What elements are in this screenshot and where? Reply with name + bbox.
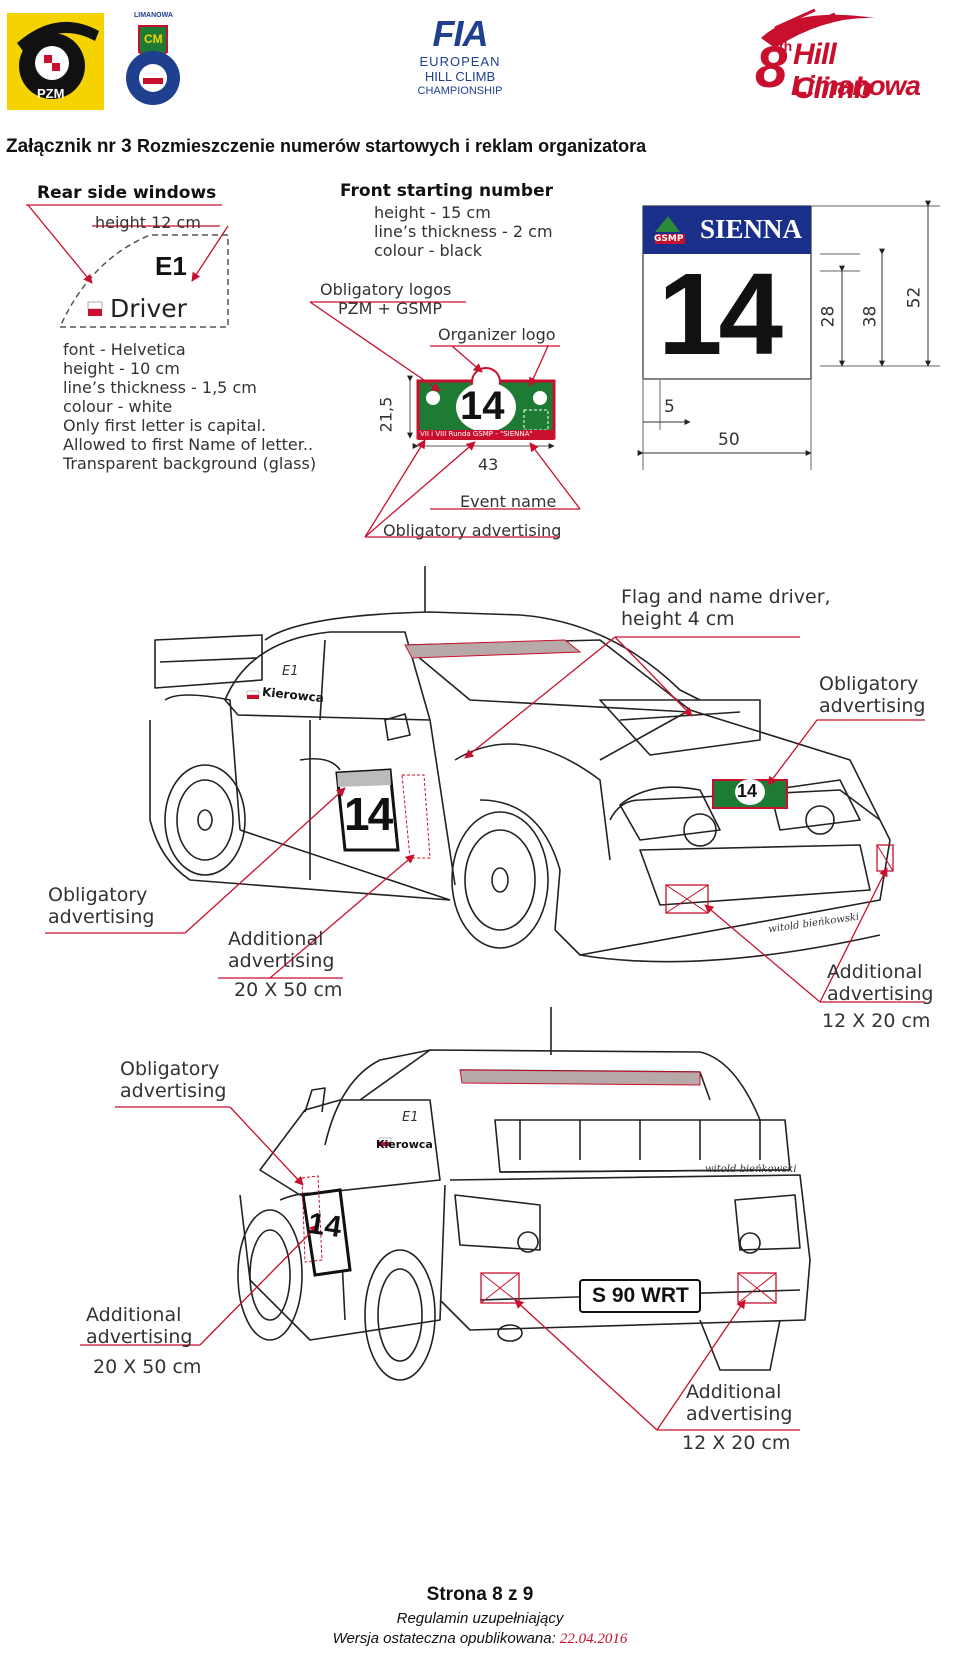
rear-right-add-size: 12 X 20 cm (682, 1432, 791, 1454)
spec-line: colour - white (63, 397, 173, 416)
side-panel-sponsor: SIENNA (700, 214, 803, 244)
plate-dim-height: 21,5 (376, 396, 396, 433)
side-panel-dim-52: 52 (904, 286, 925, 309)
fia-line2: HILL CLIMB (424, 69, 496, 84)
front-add-label-1: Additional (827, 961, 923, 983)
front-plate-number: 14 (460, 384, 505, 428)
side-add-size: 20 X 50 cm (234, 979, 343, 1001)
fia-mark: FIA (432, 13, 489, 54)
fia-logo: FIA EUROPEAN HILL CLIMB CHAMPIONSHIP (410, 14, 510, 110)
rear-windows-specs: font - Helvetica height - 10 cm line’s t… (63, 340, 316, 473)
side-panel-dim-width: 50 (718, 430, 740, 450)
front-plate-event: VII i VIII Runda GSMP - "SIENNA" (420, 430, 533, 438)
event-name-label: Event name (460, 492, 557, 511)
side-panel-graphic (642, 205, 812, 380)
side-panel-sponsor-small: GSMP (654, 234, 684, 244)
pzm-logo-text: PZM (37, 86, 65, 101)
event-logo-line2: Limanowa (791, 70, 921, 101)
rear-add-label-2: advertising (86, 1326, 193, 1348)
polish-flag-icon (87, 301, 103, 310)
rear-license-plate: S 90 WRT (592, 1284, 689, 1307)
front-car-drawing (149, 566, 891, 963)
spec-line: height - 15 cm (374, 203, 491, 222)
side-add-label-1: Additional (228, 928, 324, 950)
rear-add-size: 20 X 50 cm (93, 1356, 202, 1378)
rear-car-window-number: E1 (402, 1110, 419, 1125)
rear-window-sample (58, 234, 229, 328)
spec-line: Allowed to first Name of letter.. (63, 435, 314, 454)
spec-line: Only first letter is capital. (63, 416, 267, 435)
page-title: Załącznik nr 3 Rozmieszczenie numerów st… (6, 136, 646, 158)
fia-line1: EUROPEAN (419, 54, 501, 69)
footer-version: Wersja ostateczna opublikowana: 22.04.20… (0, 1630, 960, 1648)
rear-oblig-label-1: Obligatory (120, 1058, 220, 1080)
front-number-specs: height - 15 cm line’s thickness - 2 cm c… (374, 203, 553, 260)
front-add-size: 12 X 20 cm (822, 1010, 931, 1032)
side-add-label-2: advertising (228, 950, 335, 972)
auto-club-badge: LIMANOWA CM (120, 12, 186, 108)
fia-line3: CHAMPIONSHIP (417, 85, 503, 97)
spec-line: font - Helvetica (63, 340, 186, 359)
footer-page: Strona 8 z 9 (426, 1584, 534, 1605)
rear-car-artist: witold bieńkowski (705, 1164, 797, 1175)
rear-windows-height: height 12 cm (95, 213, 201, 232)
rear-right-add-label-1: Additional (686, 1381, 782, 1403)
badge-top-text: LIMANOWA (134, 12, 173, 19)
front-car-door-number: 14 (344, 788, 393, 840)
side-panel-dim-38: 38 (860, 305, 881, 328)
spec-line: Transparent background (glass) (63, 454, 317, 473)
left-oblig-label-1: Obligatory (48, 884, 148, 906)
front-oblig-label-1: Obligatory (819, 673, 919, 695)
title-text: Rozmieszczenie numerów startowych i rekl… (136, 136, 647, 156)
plate-dim-width: 43 (478, 455, 499, 474)
side-panel-dim-28: 28 (818, 305, 839, 328)
side-panel-number: 14 (658, 249, 783, 379)
footer-version-label: Wersja ostateczna opublikowana: (332, 1630, 560, 1647)
badge-initials: CM (144, 32, 163, 46)
title-prefix: Załącznik nr 3 (6, 136, 132, 157)
side-panel-dim-margin: 5 (664, 397, 675, 417)
rear-windows-driver: Driver (110, 294, 187, 323)
front-add-label-2: advertising (827, 983, 934, 1005)
rear-car-wheels (237, 1209, 781, 1381)
rear-windows-heading: Rear side windows (37, 183, 217, 203)
spec-line: height - 10 cm (63, 359, 180, 378)
front-number-heading: Front starting number (340, 181, 553, 201)
event-logo: 8 th Hill Climb Limanowa (755, 8, 921, 105)
spec-line: line’s thickness - 1,5 cm (63, 378, 257, 397)
front-plate-graphic (416, 367, 556, 440)
obligatory-advertising-label: Obligatory advertising (383, 521, 562, 540)
flag-name-label-1: Flag and name driver, (621, 586, 831, 608)
footer-version-date: 22.04.2016 (559, 1631, 628, 1647)
front-oblig-label-2: advertising (819, 695, 926, 717)
organizer-logo-label: Organizer logo (438, 325, 556, 344)
pzm-logo: PZM (7, 13, 104, 110)
event-logo-line1: Hill Climb (793, 38, 872, 105)
rear-oblig-label-2: advertising (120, 1080, 227, 1102)
left-oblig-label-2: advertising (48, 906, 155, 928)
spec-line: line’s thickness - 2 cm (374, 222, 553, 241)
spec-line: colour - black (374, 241, 482, 260)
rear-car-door-number: 14 (305, 1206, 344, 1245)
rear-add-label-1: Additional (86, 1304, 182, 1326)
front-car-wheels (164, 764, 549, 949)
event-logo-number: 8 (755, 35, 788, 100)
obligatory-logos-value: PZM + GSMP (338, 299, 442, 318)
event-logo-suffix: th (779, 38, 793, 54)
front-car-hood-number: 14 (737, 781, 758, 801)
flag-name-label-2: height 4 cm (621, 608, 735, 630)
rear-right-add-label-2: advertising (686, 1403, 793, 1425)
polish-flag-red (88, 309, 102, 316)
front-car-window-number: E1 (282, 664, 299, 679)
obligatory-logos-label: Obligatory logos (320, 280, 452, 299)
rear-windows-number: E1 (155, 251, 187, 281)
rear-car-driver-name: Kierowca (376, 1138, 433, 1151)
footer-doc: Regulamin uzupełniający (396, 1610, 564, 1627)
